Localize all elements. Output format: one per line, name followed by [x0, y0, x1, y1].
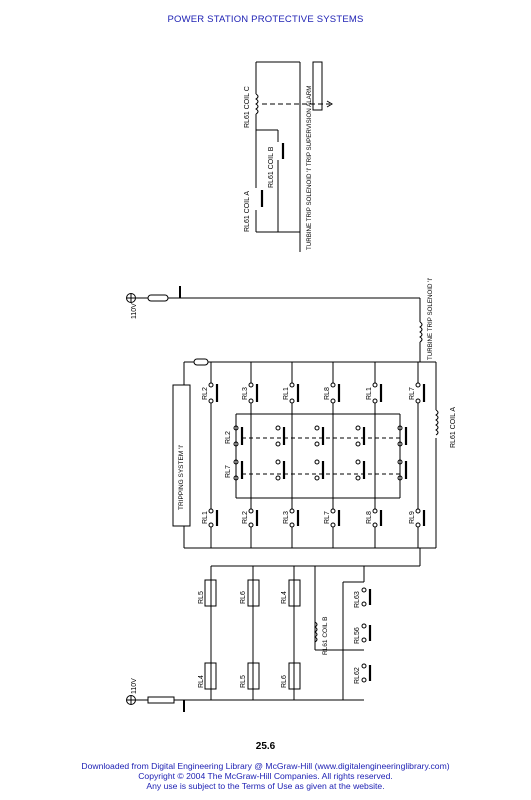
- label-tripping-system: TRIPPING SYSTEM 'I': [178, 445, 185, 510]
- relay-label-bottom-3: RL3: [283, 511, 290, 524]
- relay-label-mid-1: RL2: [225, 431, 232, 444]
- rl61-coil-b-lower: [314, 621, 318, 643]
- supply-top: [126, 286, 421, 322]
- footer-terms: Any use is subject to the Terms of Use a…: [146, 781, 385, 791]
- contact-bottom-4: [330, 508, 341, 528]
- contact-top-3: [289, 382, 300, 404]
- label-trip-solenoid-mid: TURBINE TRIP SOLENOID 'I': [427, 278, 434, 360]
- contact-mid-c-2: [355, 425, 366, 447]
- contact-bottom-6: [415, 508, 426, 528]
- contact-mid-a-1: [233, 425, 244, 447]
- label-rl61-coil-b-lower: RL61 COIL B: [322, 617, 329, 655]
- vertical-conductors: [210, 362, 419, 548]
- relay-label-lower-upper-3: RL4: [281, 591, 288, 604]
- label-supply-bottom: 110V: [131, 678, 138, 694]
- contact-bottom-2: [248, 508, 259, 528]
- relay-label-right-1: RL63: [354, 591, 361, 608]
- contact-top-6: [415, 382, 426, 404]
- label-trip-solenoid-top: TURBINE TRIP SOLENOID 'I' TRIP SUPERVISI…: [306, 86, 313, 250]
- main-bus: [172, 358, 437, 549]
- label-rl61-coil-a-right: RL61 COIL A: [450, 407, 457, 448]
- inset-circuit: [255, 61, 333, 252]
- contact-bottom-5: [372, 508, 383, 528]
- contact-mid-c-1: [275, 425, 286, 447]
- relay-label-lower-lower-3: RL6: [281, 675, 288, 688]
- contact-right-2: [361, 623, 372, 643]
- contact-bottom-3: [289, 508, 300, 528]
- relay-label-bottom-6: RL9: [409, 511, 416, 524]
- contact-mid-a-2: [314, 425, 325, 447]
- contact-mid-a-3: [397, 425, 408, 447]
- relay-label-top-2: RL3: [242, 387, 249, 400]
- relay-label-bottom-5: RL8: [366, 511, 373, 524]
- relay-label-bottom-2: RL2: [242, 511, 249, 524]
- relay-label-top-5: RL1: [366, 387, 373, 400]
- relay-contacts: [208, 382, 426, 683]
- label-rl61-coil-b: RL61 COIL B: [268, 146, 275, 188]
- relay-label-bottom-4: RL7: [324, 511, 331, 524]
- contact-top-1: [208, 382, 219, 404]
- footer-copyright: Copyright © 2004 The McGraw-Hill Compani…: [138, 771, 393, 781]
- inset-coil-c: [255, 93, 259, 115]
- contact-right-3: [361, 663, 372, 683]
- relay-label-lower-lower-1: RL4: [198, 675, 205, 688]
- relay-label-top-4: RL8: [324, 387, 331, 400]
- footer-download: Downloaded from Digital Engineering Libr…: [81, 761, 450, 771]
- supply-bottom: [126, 695, 211, 712]
- relay-label-mid-2: RL7: [225, 465, 232, 478]
- contact-mid-d-1: [275, 459, 286, 481]
- relay-label-bottom-1: RL1: [202, 511, 209, 524]
- relay-label-lower-upper-2: RL6: [240, 591, 247, 604]
- label-supply-top: 110V: [131, 303, 138, 319]
- relay-label-top-6: RL7: [409, 387, 416, 400]
- page-header: POWER STATION PROTECTIVE SYSTEMS: [167, 14, 364, 25]
- relay-label-right-2: RL56: [354, 627, 361, 644]
- label-rl61-coil-c: RL61 COIL C: [244, 86, 251, 128]
- lower-circuit: [204, 548, 421, 701]
- contact-top-4: [330, 382, 341, 404]
- contact-mid-b-1: [233, 459, 244, 481]
- page-number: 25.6: [255, 741, 276, 752]
- contact-right-1: [361, 587, 372, 607]
- rl61-coil-a: [435, 409, 439, 436]
- contact-bottom-1: [208, 508, 219, 528]
- contact-mid-b-2: [314, 459, 325, 481]
- contact-top-5: [372, 382, 383, 404]
- relay-label-right-3: RL62: [354, 667, 361, 684]
- label-rl61-coil-a: RL61 COIL A: [244, 191, 251, 232]
- relay-label-lower-lower-2: RL5: [240, 675, 247, 688]
- contact-top-2: [248, 382, 259, 404]
- relay-label-lower-upper-1: RL5: [198, 591, 205, 604]
- trip-solenoid-mid: [419, 321, 423, 362]
- contact-mid-b-3: [397, 459, 408, 481]
- relay-label-top-1: RL2: [202, 387, 209, 400]
- cross-dashes: [242, 437, 400, 475]
- relay-label-top-3: RL1: [283, 387, 290, 400]
- contact-mid-d-2: [355, 459, 366, 481]
